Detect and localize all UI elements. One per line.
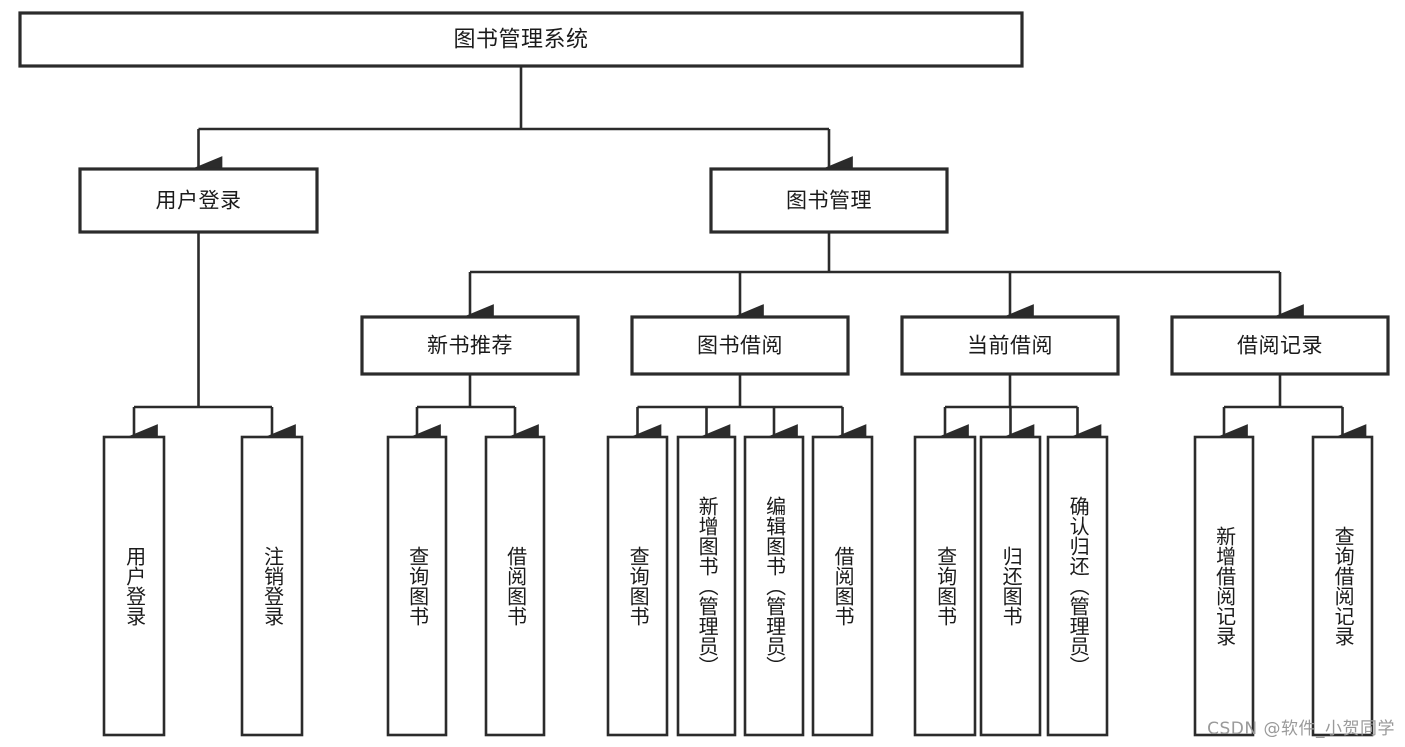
node-level1-1[interactable] bbox=[709, 167, 949, 234]
node-box-layer bbox=[18, 11, 1390, 737]
node-leaf-12[interactable] bbox=[1311, 435, 1374, 737]
node-leaf-11[interactable] bbox=[1193, 435, 1255, 737]
node-root-label: 图书管理系统 bbox=[453, 28, 588, 53]
csdn-watermark: CSDN @软件_小贺同学 bbox=[1207, 719, 1395, 739]
node-level1-0[interactable] bbox=[78, 167, 319, 234]
node-level2-1[interactable] bbox=[630, 315, 850, 376]
node-level2-0[interactable] bbox=[360, 315, 580, 376]
node-leaf-4[interactable] bbox=[606, 435, 669, 737]
node-level1-label-1: 图书管理 bbox=[786, 189, 872, 213]
node-level2-label-0: 新书推荐 bbox=[427, 334, 513, 358]
node-leaf-1[interactable] bbox=[240, 435, 304, 737]
node-root[interactable] bbox=[18, 11, 1024, 68]
connector-layer bbox=[129, 66, 1367, 448]
node-leaf-5[interactable] bbox=[676, 435, 737, 737]
node-level2-2[interactable] bbox=[900, 315, 1120, 376]
node-leaf-3[interactable] bbox=[484, 435, 546, 737]
node-leaf-2[interactable] bbox=[386, 435, 448, 737]
node-leaf-10[interactable] bbox=[1046, 435, 1109, 737]
node-leaf-9[interactable] bbox=[979, 435, 1042, 737]
node-level1-label-0: 用户登录 bbox=[156, 189, 242, 213]
node-leaf-6[interactable] bbox=[743, 435, 805, 737]
node-level2-label-3: 借阅记录 bbox=[1237, 334, 1323, 358]
node-leaf-7[interactable] bbox=[811, 435, 874, 737]
node-level2-label-1: 图书借阅 bbox=[697, 334, 783, 358]
node-level2-3[interactable] bbox=[1170, 315, 1390, 376]
node-level2-label-2: 当前借阅 bbox=[967, 334, 1053, 358]
node-leaf-8[interactable] bbox=[913, 435, 977, 737]
node-leaf-0[interactable] bbox=[102, 435, 166, 737]
